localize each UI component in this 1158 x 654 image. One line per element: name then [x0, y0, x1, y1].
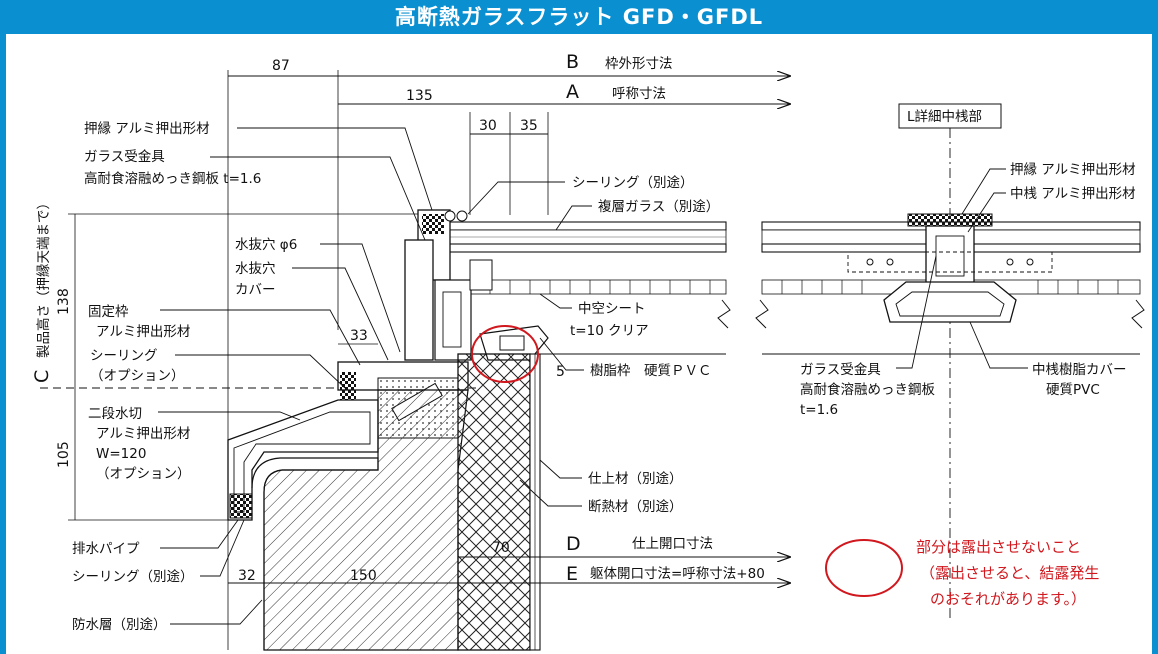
dim-33: 33 — [350, 328, 368, 344]
dim-32: 32 — [238, 568, 256, 584]
dim-a-text: 呼称寸法 — [612, 86, 666, 102]
label-mizunuki: 水抜穴 φ6 — [235, 237, 297, 253]
label-dannetsu: 断熱材（別途） — [588, 498, 683, 515]
label-bousui: 防水層（別途） — [72, 616, 167, 633]
dim-letter-d: D — [566, 533, 581, 555]
label-haisui: 排水パイプ — [72, 541, 140, 557]
exposure-marker-circle — [471, 325, 539, 383]
detail-title: L詳細中桟部 — [907, 109, 982, 125]
label-sealing-opt-1: シーリング — [90, 348, 158, 364]
label-nidan-2: アルミ押出形材 — [96, 426, 190, 442]
dimension-30-35: 30 35 — [469, 112, 549, 215]
note-line-3: のおそれがあります。） — [930, 590, 1086, 608]
label-shiage: 仕上材（別途） — [588, 470, 683, 487]
note-line-2: （露出させると、結露発生 — [920, 564, 1099, 582]
detail-label-glass-uke-2: 高耐食溶融めっき鋼板 — [800, 381, 935, 398]
label-nidan-4: （オプション） — [96, 466, 191, 482]
dim-87: 87 — [272, 58, 290, 74]
dim-c-text: 製品高さ（押縁天端まで） — [35, 196, 52, 358]
dim-30: 30 — [479, 118, 497, 134]
label-glass-uke-2: 高耐食溶融めっき鋼板 t=1.6 — [84, 170, 261, 187]
dim-5: 5 — [556, 364, 565, 380]
dimension-a: 135 A 呼称寸法 — [337, 70, 790, 330]
dim-b-text: 枠外形寸法 — [605, 56, 673, 72]
detail-label-glass-uke-3: t=1.6 — [800, 402, 838, 418]
label-sealing-opt-2: （オプション） — [90, 368, 185, 384]
label-nidan-1: 二段水切 — [88, 406, 142, 422]
dim-letter-b: B — [566, 51, 579, 73]
right-labels: シーリング（別途） 複層ガラス（別途） 中空シート t=10 クリア 樹脂枠 硬… — [467, 174, 719, 515]
double-glazing — [447, 221, 731, 355]
detail-label-glass-uke-1: ガラス受金具 — [800, 362, 881, 378]
dim-105: 105 — [56, 441, 72, 468]
label-nidan-3: W=120 — [96, 446, 146, 462]
label-mizunuki-cover-2: カバー — [235, 282, 276, 298]
label-kotei-2: アルミ押出形材 — [96, 324, 190, 340]
dim-letter-c: C — [31, 370, 53, 383]
label-sealing-betto: シーリング（別途） — [72, 568, 194, 585]
label-mizunuki-cover-1: 水抜穴 — [235, 261, 276, 277]
dim-letter-a: A — [566, 81, 579, 103]
note-circle-icon — [825, 539, 903, 597]
dim-d-text: 仕上開口寸法 — [632, 536, 713, 552]
dim-138: 138 — [56, 288, 72, 315]
wall-body — [263, 353, 541, 651]
detail-label-nakasan: 中桟 アルミ押出形材 — [1010, 186, 1136, 202]
label-oshibuchi: 押縁 アルミ押出形材 — [84, 121, 210, 137]
dim-150: 150 — [350, 568, 377, 584]
frame-border-right — [1152, 34, 1158, 654]
label-fukuso: 複層ガラス（別途） — [598, 198, 719, 215]
label-chuku-2: t=10 クリア — [570, 323, 649, 339]
dim-135: 135 — [406, 88, 433, 104]
dim-35: 35 — [520, 118, 538, 134]
left-labels: 押縁 アルミ押出形材 ガラス受金具 高耐食溶融めっき鋼板 t=1.6 水抜穴 φ… — [72, 121, 433, 633]
detail-label-oshibuchi: 押縁 アルミ押出形材 — [1010, 162, 1136, 178]
dimension-33-5: 33 5 — [338, 328, 565, 380]
label-kotei-1: 固定枠 — [88, 304, 129, 320]
dimension-d: 70 D 仕上開口寸法 — [458, 533, 790, 557]
dimension-c: 138 105 C 製品高さ（押縁天端まで） — [31, 196, 476, 521]
label-chuku-1: 中空シート — [578, 301, 646, 317]
note-line-1: 部分は露出させないこと — [916, 538, 1081, 556]
exposure-note: 部分は露出させないこと （露出させると、結露発生 のおそれがあります。） — [825, 538, 1099, 608]
label-sealing-top: シーリング（別途） — [572, 174, 694, 191]
label-glass-uke-1: ガラス受金具 — [84, 149, 165, 165]
detail-label-cover-1: 中桟樹脂カバー — [1032, 362, 1127, 378]
page-title: 高断熱ガラスフラット GFD・GFDL — [0, 0, 1158, 34]
frame-border-left — [0, 34, 6, 654]
label-jushi-waku: 樹脂枠 硬質ＰＶＣ — [590, 363, 712, 379]
dim-letter-e: E — [566, 563, 578, 585]
detail-labels: 押縁 アルミ押出形材 中桟 アルミ押出形材 ガラス受金具 高耐食溶融めっき鋼板 … — [800, 162, 1136, 418]
dim-e-text: 躯体開口寸法=呼称寸法+80 — [590, 566, 765, 582]
detail-l-mullion: L詳細中桟部 — [755, 103, 1145, 620]
dim-70: 70 — [492, 540, 510, 556]
dimension-e: 32 150 E 躯体開口寸法=呼称寸法+80 — [228, 560, 790, 590]
detail-label-cover-2: 硬質PVC — [1046, 382, 1100, 398]
